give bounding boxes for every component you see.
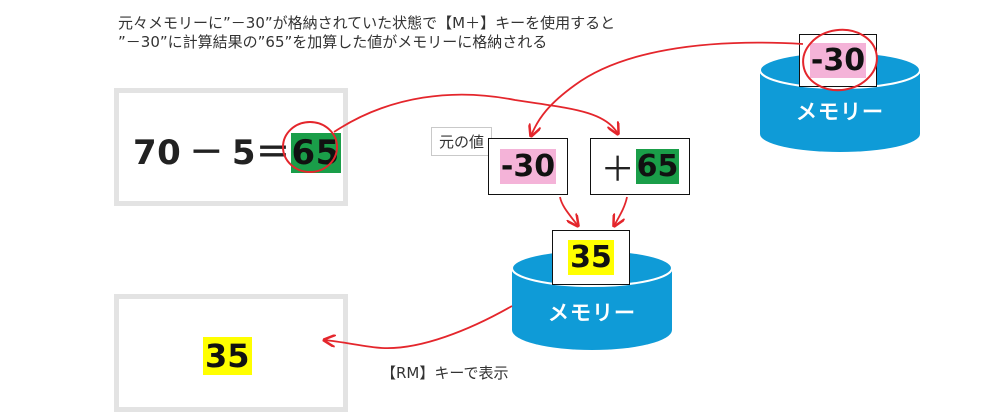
calculator-display-recall: 35	[114, 294, 348, 412]
added-value-box: ＋65	[590, 138, 690, 195]
arrow-result-to-add-box	[333, 93, 618, 134]
arrow-add-to-result	[614, 196, 628, 226]
result-value: 35	[568, 240, 614, 275]
arrow-old-to-result	[559, 196, 578, 226]
memory-label-bottom: メモリー	[548, 301, 636, 325]
recalled-value: 35	[203, 337, 252, 375]
recalled-value-text: 35	[203, 337, 252, 375]
operand-2: 5	[231, 133, 256, 173]
result-value-box: 35	[552, 230, 630, 285]
circle-memory-highlight	[802, 28, 878, 92]
memory-stored-value: -30	[809, 43, 867, 78]
rm-key-caption: 【RM】キーで表示	[381, 364, 509, 382]
plus-sign: ＋	[600, 150, 635, 190]
old-value-box: -30	[488, 138, 568, 195]
original-value-tag: 元の値	[431, 127, 493, 156]
memory-label-top: メモリー	[796, 100, 884, 124]
operand-1: 70	[133, 133, 182, 173]
caption-line-1: 元々メモリーに”－30”が格納されていた状態で【M＋】キーを使用すると	[118, 14, 616, 32]
caption-line-2: ”－30”に計算結果の”65”を加算した値がメモリーに格納される	[118, 33, 548, 51]
circle-result-highlight	[282, 121, 338, 173]
minus-operator: －	[189, 133, 224, 173]
added-value: 65	[635, 149, 680, 184]
caption: 元々メモリーに”－30”が格納されていた状態で【M＋】キーを使用すると ”－30…	[118, 14, 615, 52]
old-value: -30	[499, 149, 557, 184]
arrow-memory-to-old-value	[531, 41, 804, 136]
calculator-display-expression: 70－5＝65	[114, 88, 348, 206]
expression-result: 65	[290, 133, 341, 173]
arrow-memory-to-display	[324, 305, 513, 349]
